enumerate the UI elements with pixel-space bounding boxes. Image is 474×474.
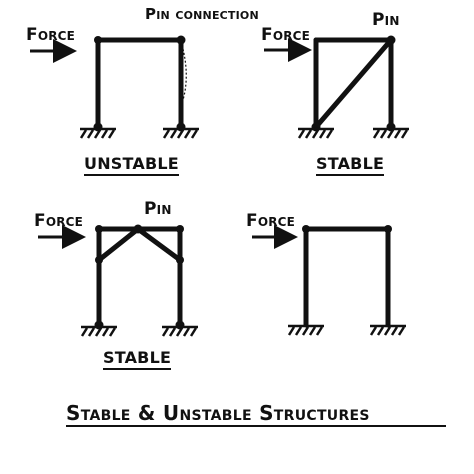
panel-unstable-frame xyxy=(30,35,199,139)
panel-fixed-frame xyxy=(252,225,406,336)
stable-caption: STABLE xyxy=(316,155,385,176)
portal-frame xyxy=(303,226,391,328)
fixed-support-right xyxy=(369,324,406,336)
force-label: Force xyxy=(261,25,311,45)
joint-node xyxy=(94,36,102,44)
portal-frame xyxy=(95,37,184,130)
fixed-support-left xyxy=(297,127,334,139)
force-label: Force xyxy=(26,25,76,45)
pin-connection-label: Pin connection xyxy=(145,5,259,23)
joint-node xyxy=(176,256,184,264)
pin-label: Pin xyxy=(144,199,172,219)
fixed-support-left xyxy=(287,324,324,336)
joint-node xyxy=(302,225,310,233)
pin-node xyxy=(176,35,186,45)
joint-node xyxy=(95,225,103,233)
pin-node xyxy=(133,224,143,234)
fixed-support-left xyxy=(80,325,117,337)
knee-braced-frame xyxy=(96,226,183,328)
fixed-support-right xyxy=(161,325,198,337)
pin-label: Pin xyxy=(372,10,400,30)
stable-caption: STABLE xyxy=(103,349,172,370)
braced-frame xyxy=(313,37,394,130)
unstable-caption: UNSTABLE xyxy=(84,155,179,176)
diagram-title: Stable & Unstable Structures xyxy=(66,402,446,427)
joint-node xyxy=(176,225,184,233)
fixed-support-left xyxy=(79,127,116,139)
pin-node xyxy=(386,35,396,45)
panel-knee-braced-frame xyxy=(38,224,198,337)
deflection-dashed-line xyxy=(181,44,187,101)
force-label: Force xyxy=(34,211,84,231)
fixed-support-right xyxy=(372,127,409,139)
panel-braced-frame xyxy=(264,35,409,139)
joint-node xyxy=(95,256,103,264)
joint-node xyxy=(384,225,392,233)
fixed-support-right xyxy=(162,127,199,139)
force-label: Force xyxy=(246,211,296,231)
